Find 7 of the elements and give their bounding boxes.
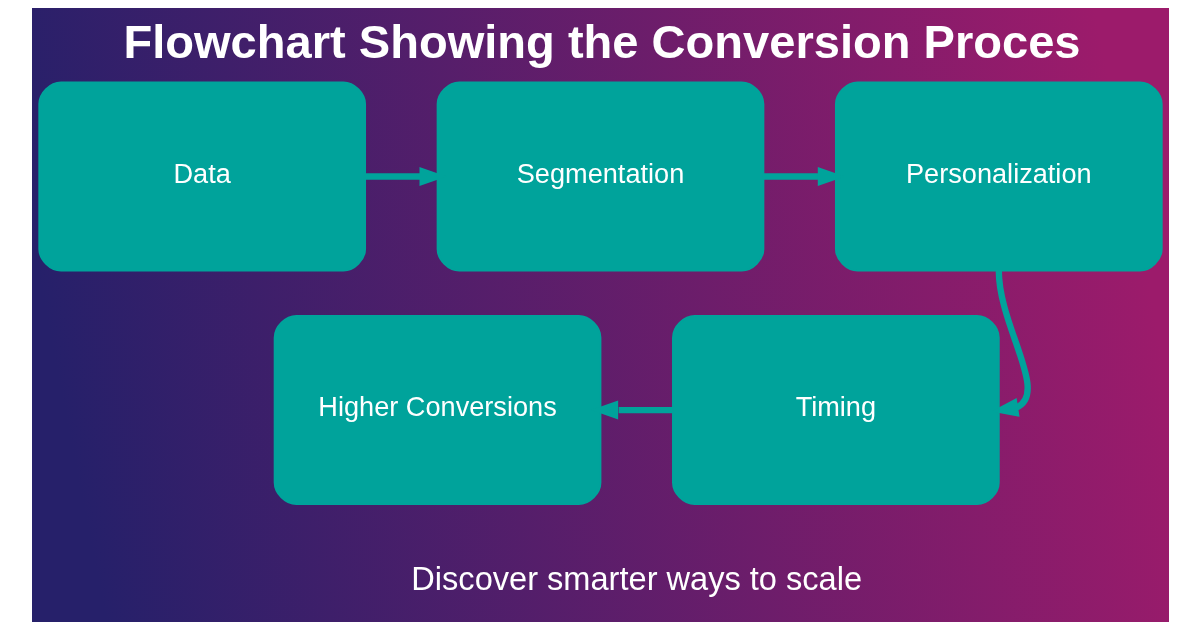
node-box: Personalization [834,81,1163,272]
node-box: Timing [671,315,1000,506]
node-box: Higher Conversions [273,315,601,506]
label: Discover smarter ways to scale [410,561,862,598]
diagram-title: Flowchart Showing the Conversion Proces [122,15,1081,69]
node-box: Segmentation [436,81,764,272]
node-box: Data [37,81,366,272]
